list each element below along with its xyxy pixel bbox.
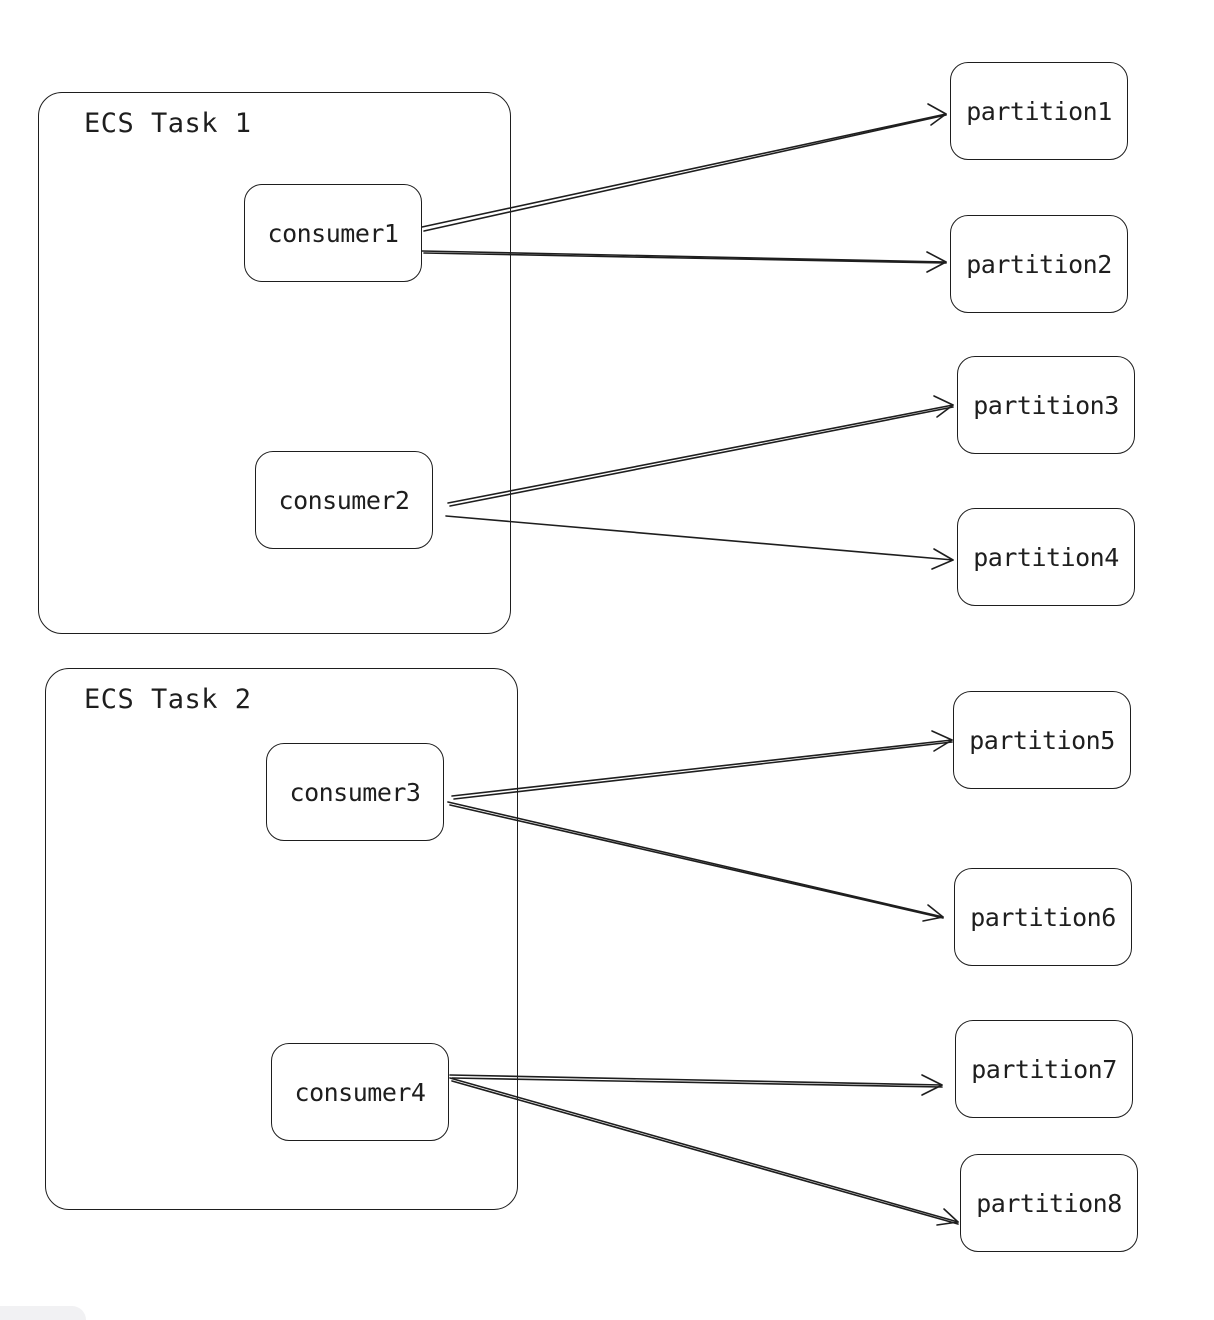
- consumer4-node: consumer4: [271, 1043, 449, 1141]
- partition1-node: partition1: [950, 62, 1128, 160]
- partition7-node: partition7: [955, 1020, 1133, 1118]
- edge-consumer2-partition4: [445, 515, 954, 570]
- partition6-label: partition6: [970, 902, 1116, 932]
- consumer1-label: consumer1: [267, 218, 399, 248]
- ecs-task-1-title: ECS Task 1: [84, 108, 252, 139]
- edge-consumer4-partition7: [449, 1074, 943, 1096]
- ecs-task-1-container: [38, 92, 511, 634]
- partition7-label: partition7: [971, 1054, 1117, 1084]
- partition8-label: partition8: [976, 1188, 1122, 1218]
- partition4-node: partition4: [957, 508, 1135, 606]
- edge-consumer3-partition5: [451, 730, 953, 800]
- consumer4-label: consumer4: [294, 1077, 426, 1107]
- partition6-node: partition6: [954, 868, 1132, 966]
- edge-consumer3-partition6: [447, 801, 944, 922]
- edge-consumer4-partition8: [449, 1077, 959, 1226]
- consumer2-node: consumer2: [255, 451, 433, 549]
- partition2-node: partition2: [950, 215, 1128, 313]
- partition2-label: partition2: [966, 249, 1112, 279]
- partition4-label: partition4: [973, 542, 1119, 572]
- partition5-node: partition5: [953, 691, 1131, 789]
- partition5-label: partition5: [969, 725, 1115, 755]
- ecs-task-2-title: ECS Task 2: [84, 684, 252, 715]
- partition1-label: partition1: [966, 96, 1112, 126]
- partition3-node: partition3: [957, 356, 1135, 454]
- partition8-node: partition8: [960, 1154, 1138, 1252]
- consumer2-label: consumer2: [278, 485, 410, 515]
- consumer1-node: consumer1: [244, 184, 422, 282]
- canvas-corner-control: [0, 1306, 86, 1320]
- consumer3-label: consumer3: [289, 777, 421, 807]
- partition3-label: partition3: [973, 390, 1119, 420]
- ecs-task-2-container: [45, 668, 518, 1210]
- consumer3-node: consumer3: [266, 743, 444, 841]
- edge-consumer2-partition3: [447, 395, 954, 507]
